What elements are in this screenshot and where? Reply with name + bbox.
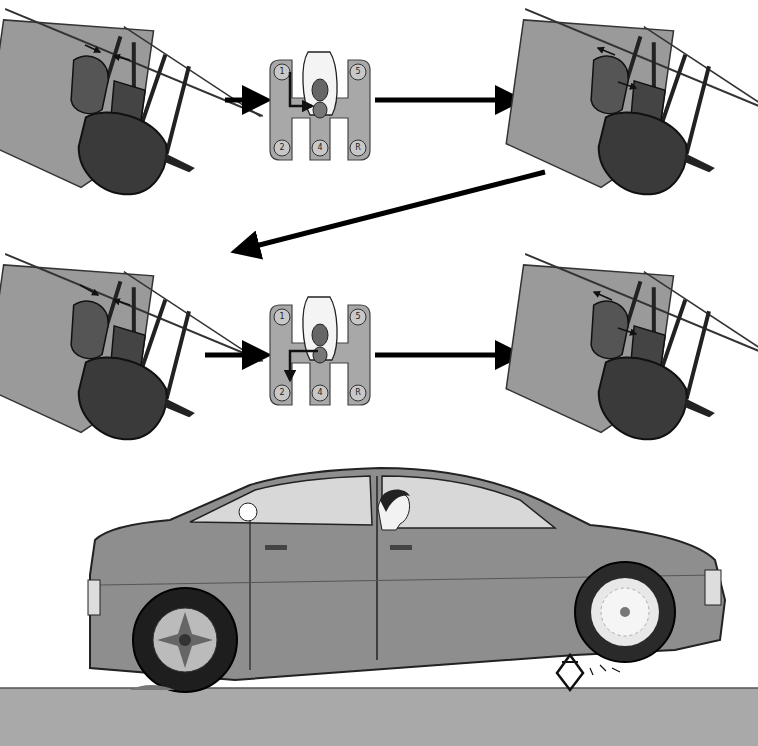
gear-number: 5 — [351, 310, 365, 324]
gear-number: 5 — [351, 65, 365, 79]
gear-number: R — [351, 141, 365, 155]
gear-number: 2 — [275, 386, 289, 400]
gear-number: 1 — [275, 310, 289, 324]
gear-number: 4 — [313, 141, 327, 155]
gear-number: 4 — [313, 386, 327, 400]
gear-number: 2 — [275, 141, 289, 155]
gear-number: 1 — [275, 65, 289, 79]
gear-number: R — [351, 386, 365, 400]
